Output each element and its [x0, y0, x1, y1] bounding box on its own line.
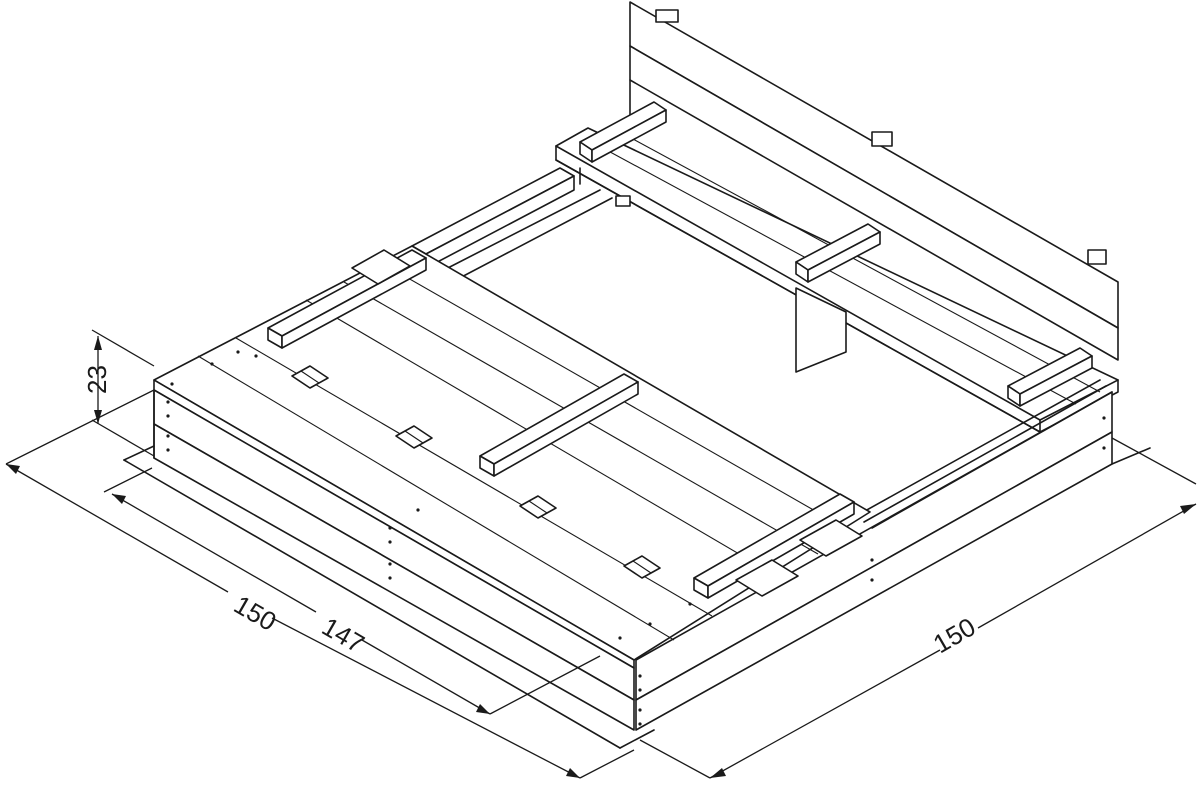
front-outer-dimension-label: 150	[229, 589, 282, 637]
base-footprint	[123, 445, 1151, 749]
dimension-height: 23	[82, 329, 155, 457]
lid-battens	[267, 249, 863, 599]
right-frame-side	[635, 379, 1113, 731]
height-dimension-label: 23	[82, 365, 112, 394]
front-inner-dimension-label: 147	[317, 611, 370, 659]
backrest	[629, 1, 1119, 361]
back-frame-rail	[411, 167, 613, 283]
bench-seat	[555, 101, 1119, 433]
hinges	[291, 365, 661, 579]
